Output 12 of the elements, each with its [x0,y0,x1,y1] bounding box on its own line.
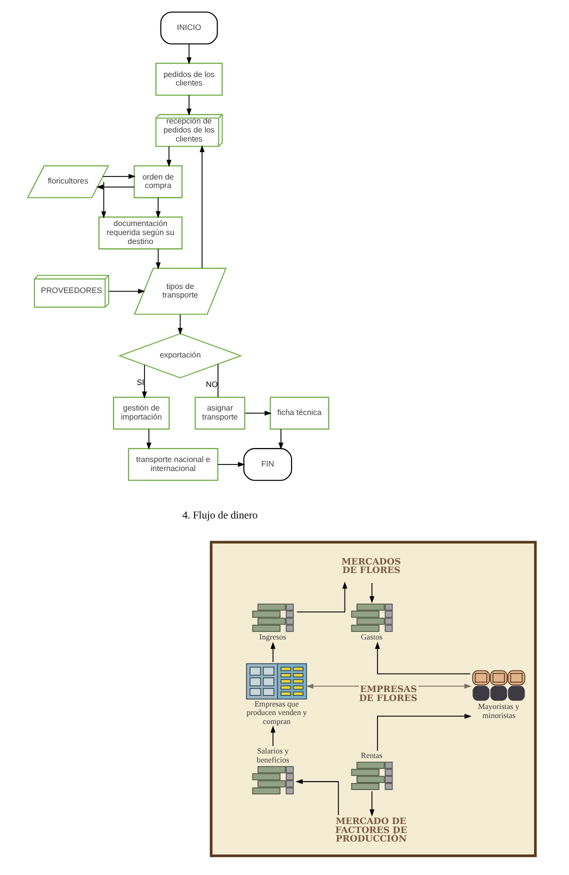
node-label: Rentas [360,750,382,760]
node-text: MERCADO DE FACTORES DE PRODUCCIÓN [334,817,407,845]
edge-label: SI [136,378,144,387]
node-label: Gastos [360,632,382,642]
edge-label: NO [205,380,218,390]
node-label: Salarios y beneficios [256,746,289,764]
node-label: Empresas que producen venden y compran [246,699,306,726]
node-text: MERCADOS DE FLORES [340,557,400,576]
node-label: Ingresos [258,632,286,642]
node-label: Mayoristas y minoristas [477,702,519,720]
label: 4. Flujo de dinero [182,510,258,522]
node-text: EMPRESAS DE FLORES [358,684,417,704]
